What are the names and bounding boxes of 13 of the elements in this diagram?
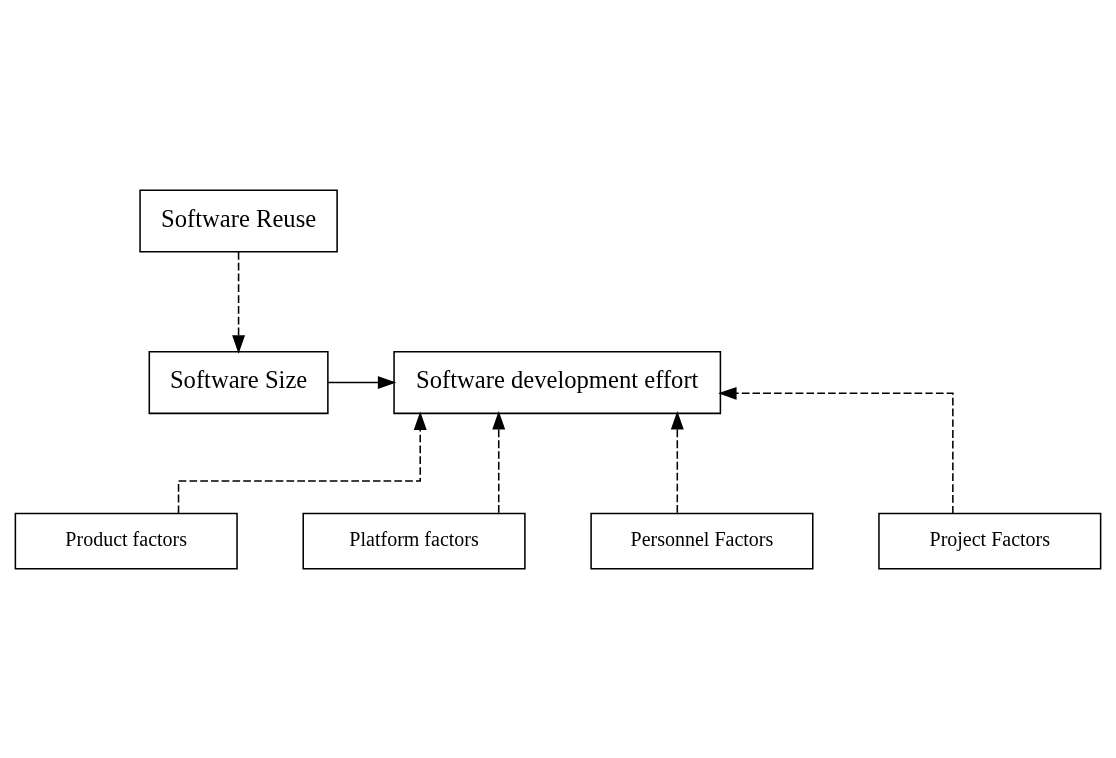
arrow [670,410,684,514]
node-box: Software development effort [393,350,722,414]
arrow [492,410,506,514]
node-box: Software Reuse [139,188,338,252]
arrow [718,386,954,514]
arrow [232,250,246,354]
arrow [177,410,427,514]
arrow [327,375,397,389]
node-box: Platform factors [302,512,526,570]
node-box: Software Size [148,350,329,414]
node-box: Project Factors [878,512,1102,570]
node-box: Personnel Factors [590,512,814,570]
node-box: Product factors [14,512,238,570]
